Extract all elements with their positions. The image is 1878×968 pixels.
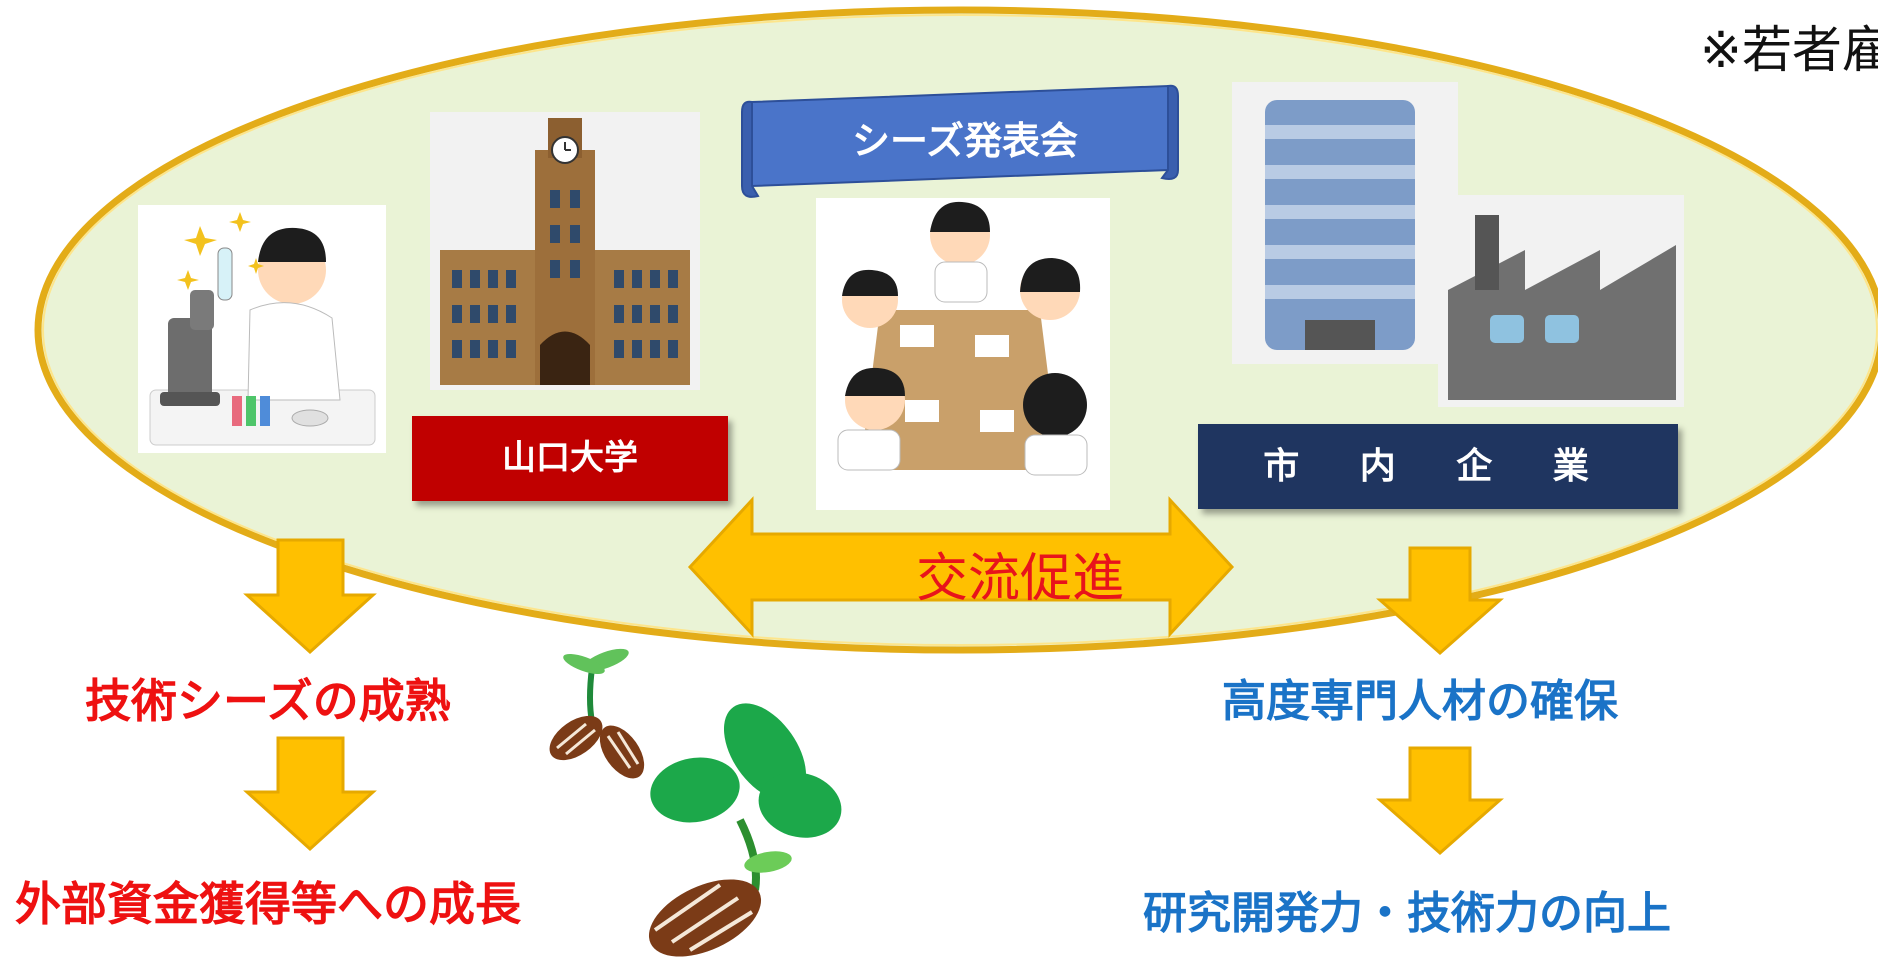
scientist-icon: [138, 205, 386, 453]
exchange-arrow: [687, 496, 1235, 638]
left-outcome-1: 技術シーズの成熟: [85, 674, 451, 728]
down-arrow-left-2: [243, 736, 377, 852]
factory-icon: [1438, 195, 1684, 407]
sprout-large-icon: [648, 703, 842, 957]
companies-label: 市 内 企 業: [1198, 424, 1678, 509]
seeds-meeting-label: シーズ発表会: [851, 119, 1079, 163]
right-outcome-1: 高度専門人材の確保: [1222, 676, 1618, 727]
left-outcome-2: 外部資金獲得等への成長: [15, 877, 521, 931]
university-label: 山口大学: [412, 416, 728, 501]
meeting-icon: [816, 198, 1110, 510]
down-arrow-right-1: [1376, 546, 1504, 656]
down-arrow-left-1: [243, 538, 377, 655]
seeds-meeting-banner: [741, 84, 1179, 198]
note-text: ※若者雇: [1700, 21, 1878, 79]
university-building-icon: [430, 112, 700, 390]
down-arrow-right-2: [1376, 746, 1504, 856]
right-outcome-2: 研究開発力・技術力の向上: [1143, 888, 1671, 939]
sprout-small-icon: [549, 648, 645, 779]
office-building-icon: [1232, 82, 1458, 364]
exchange-label: 交流促進: [915, 549, 1124, 609]
